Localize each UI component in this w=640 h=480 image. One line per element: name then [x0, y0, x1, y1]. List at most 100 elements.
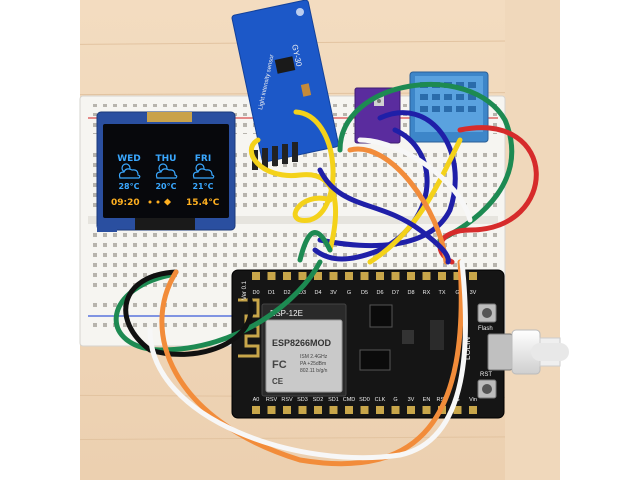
header-pin [314, 272, 322, 280]
header-pin [252, 406, 260, 414]
pin-label: G [393, 397, 397, 403]
pin-label: 3V [408, 397, 415, 403]
pin-label: RST [437, 397, 449, 403]
jumper-wire [292, 109, 336, 223]
header-pin [329, 272, 338, 280]
pin-label: 3V [330, 290, 337, 296]
ce-mark: CE [272, 377, 284, 386]
oled-module: WED 28°C THU 20°C FRI 21°C 09:20 15.4°C [96, 111, 236, 232]
jumper-wire [317, 167, 451, 265]
header-pin [252, 272, 260, 280]
right-border [560, 0, 640, 480]
header-pin [283, 406, 291, 414]
flash-button[interactable] [477, 303, 497, 323]
header-pin [329, 406, 338, 414]
header-pin [360, 406, 369, 414]
pin-label: D5 [361, 290, 368, 296]
oled-day-columns: WED 28°C THU 20°C FRI 21°C [117, 154, 215, 191]
jumper-wire [347, 146, 449, 265]
oled-day-temp: 21°C [192, 182, 213, 191]
header-pin [453, 406, 462, 414]
pin-label: D3 [299, 290, 306, 296]
oled-day-label: WED [117, 154, 141, 164]
header-pin [345, 272, 353, 280]
header-pin [267, 406, 276, 414]
header-pin [422, 272, 431, 280]
cloud-sun-icon [192, 163, 215, 179]
header-pin [376, 406, 384, 414]
oled-outdoor-temp: 15.4°C [186, 198, 220, 208]
pin-label: RSV [281, 397, 293, 403]
header-pin [438, 272, 446, 280]
jumper-wire [337, 81, 515, 243]
pin-label: D2 [283, 290, 290, 296]
pin-label: G [347, 290, 351, 296]
esp-module-label: ESP-12E [270, 309, 303, 318]
pin-label: G [455, 290, 459, 296]
header-pin [267, 272, 276, 280]
pin-label: EN [423, 397, 431, 403]
header-pin [283, 272, 291, 280]
header-pin [391, 272, 400, 280]
jumper-wires [113, 81, 569, 467]
header-pin [298, 272, 307, 280]
jumper-wire [159, 259, 464, 467]
wifi-antenna [238, 298, 260, 358]
header-pin [407, 406, 415, 414]
rst-button-label: RST [480, 372, 492, 378]
pin-label: Vin [469, 397, 477, 403]
pin-label: D4 [314, 290, 321, 296]
rst-button[interactable] [477, 379, 497, 399]
header-pin [391, 406, 400, 414]
header-pin [422, 406, 431, 414]
table-surface-right [505, 0, 560, 480]
header-pin [314, 406, 322, 414]
oled-day-temp: 20°C [155, 182, 176, 191]
pin-label: D0 [252, 290, 259, 296]
pin-label: SD0 [359, 397, 370, 403]
header-pin [469, 406, 477, 414]
pin-label: SD3 [297, 397, 308, 403]
pin-label: SD1 [328, 397, 339, 403]
jumper-wire [357, 137, 473, 223]
pin-label: CMD [343, 397, 356, 403]
pin-label: RX [423, 290, 431, 296]
jumper-wire [297, 230, 333, 263]
pin-label: RSV [266, 397, 278, 403]
header-pin [407, 272, 415, 280]
header-pin [298, 406, 307, 414]
jumper-wire [317, 110, 458, 249]
jumper-wire [147, 259, 469, 461]
cert-line: 802.11 b/g/n [300, 368, 328, 374]
oled-day-label: THU [156, 154, 177, 164]
header-pin [453, 272, 462, 280]
pin-label: D7 [392, 290, 399, 296]
oled-day-column: WED 28°C [117, 154, 141, 191]
header-pin [469, 272, 477, 280]
oled-day-column: FRI 21°C [192, 154, 215, 191]
flash-button-label: Flash [478, 326, 493, 332]
cloud-sun-icon [118, 163, 141, 179]
header-pin [376, 272, 384, 280]
pin-label: A0 [253, 397, 260, 403]
oled-day-column: THU 20°C [155, 154, 178, 191]
oled-day-temp: 28°C [118, 182, 139, 191]
oled-page-dots [148, 198, 172, 206]
pin-label: D6 [376, 290, 383, 296]
gy30-sensor-board: GY-30 Light intensity sensor [231, 0, 339, 170]
oled-time: 09:20 [111, 198, 140, 208]
oled-day-label: FRI [195, 154, 211, 164]
fc-mark: FC [272, 359, 287, 371]
nodemcu-version: Ver 0.1 [242, 280, 248, 300]
cert-line: PA +25dBm [300, 361, 326, 367]
lolin-label: LOLIN [463, 337, 472, 360]
esp-chip-label: ESP8266MOD [272, 338, 332, 348]
micro-usb-port [487, 333, 513, 371]
pin-label: 3V [470, 290, 477, 296]
left-border [0, 0, 80, 480]
pin-label: CLK [375, 397, 386, 403]
